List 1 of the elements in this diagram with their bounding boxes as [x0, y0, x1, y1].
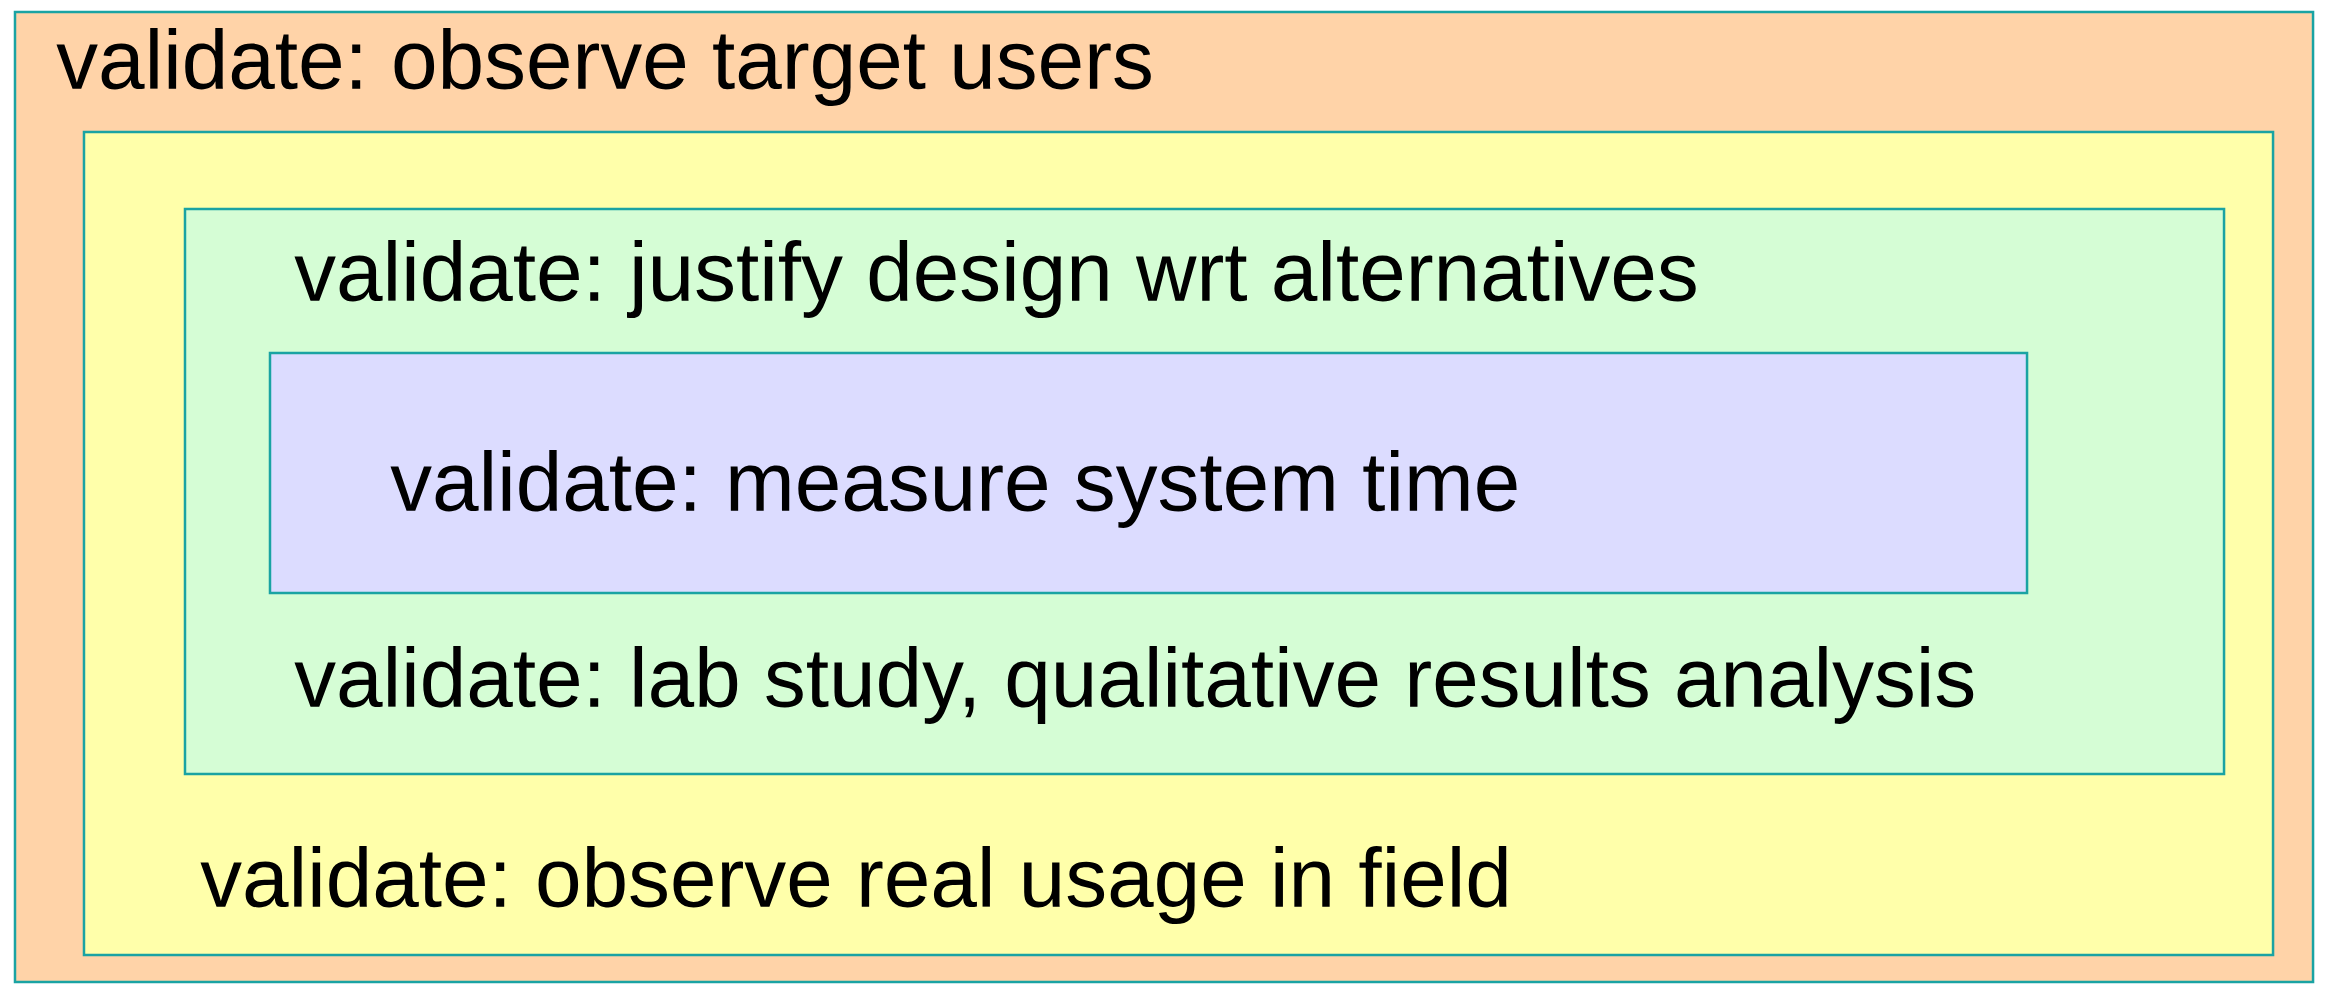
nested-box: validate: measure system time	[268, 351, 2029, 595]
